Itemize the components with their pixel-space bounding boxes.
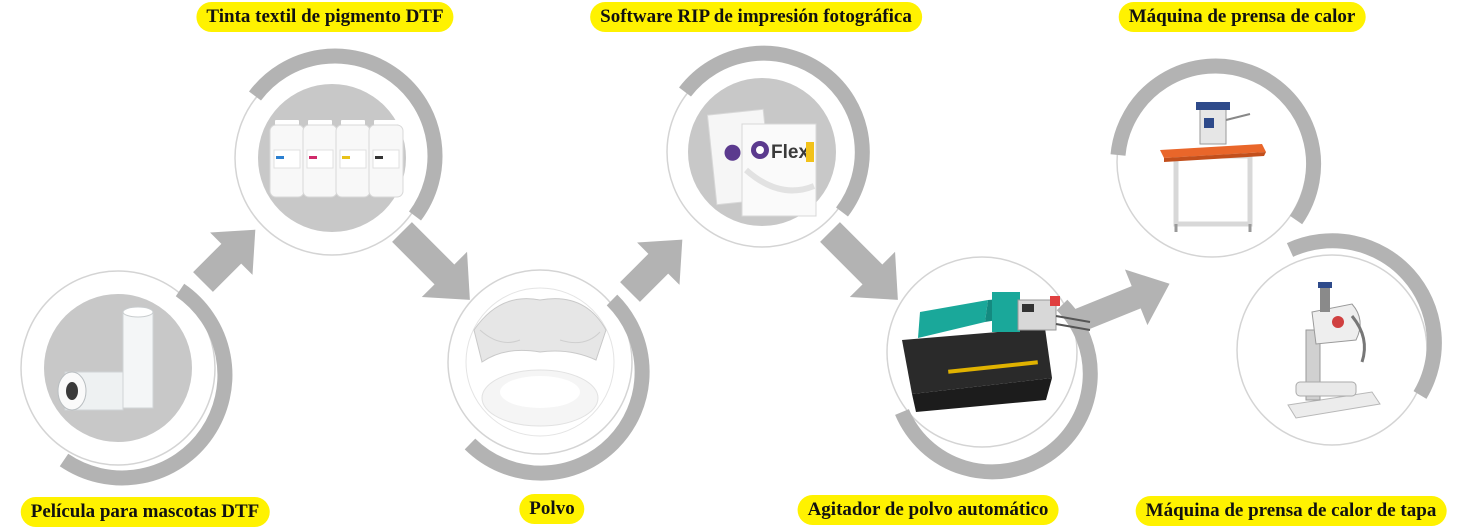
label-pet-film: Película para mascotas DTF — [20, 497, 270, 527]
ink-bottles-icon — [269, 120, 404, 198]
label-heat-press: Máquina de prensa de calor — [1118, 2, 1366, 32]
arrow-ink-to-powder — [392, 222, 470, 300]
arrow-film-to-ink — [193, 229, 256, 292]
powder-shaker-machine-icon — [902, 292, 1091, 412]
flow-arrows — [193, 222, 1170, 334]
step-powder — [447, 269, 650, 481]
cap-heat-press-icon — [1287, 282, 1381, 419]
arrow-shaker-to-press — [1070, 269, 1170, 334]
arrow-powder-to-rip — [620, 239, 683, 302]
arrow-rip-to-shaker — [820, 222, 898, 300]
label-dtf-ink: Tinta textil de pigmento DTF — [196, 2, 454, 32]
step-dtf-ink — [234, 48, 443, 256]
step-cap-heat-press — [1236, 233, 1442, 446]
label-powder-shaker: Agitador de polvo automático — [797, 495, 1059, 525]
film-roll-icon — [57, 306, 154, 411]
rip-software-box-icon: Flexi — [706, 108, 817, 217]
label-rip-software: Software RIP de impresión fotográfica — [590, 2, 922, 32]
step-powder-shaker — [886, 256, 1098, 480]
rip-brand-text: Flexi — [771, 142, 814, 163]
step-heat-press — [1110, 58, 1322, 258]
step-pet-film — [20, 270, 233, 486]
step-rip-software: Flexi — [666, 45, 870, 248]
label-powder: Polvo — [519, 494, 585, 524]
powder-bag-icon — [473, 298, 607, 427]
label-cap-heat-press: Máquina de prensa de calor de tapa — [1135, 496, 1447, 526]
heat-press-machine-icon — [1160, 102, 1266, 232]
